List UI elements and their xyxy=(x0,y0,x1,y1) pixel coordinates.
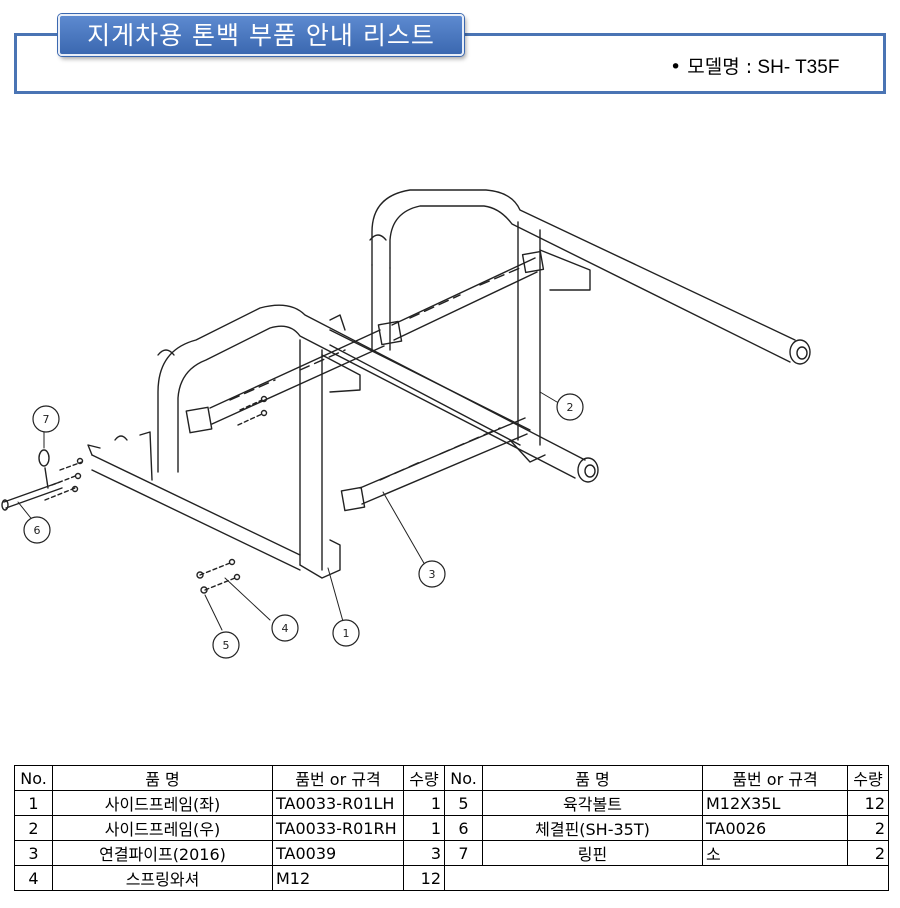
model-label: • 모델명 : xyxy=(670,56,753,78)
model-value: SH- T35F xyxy=(757,57,840,78)
row-name: 링핀 xyxy=(482,840,703,866)
svg-text:3: 3 xyxy=(429,568,436,581)
row-no: 2 xyxy=(14,815,53,841)
header-qty: 수량 xyxy=(847,765,889,791)
row-part: TA0026 xyxy=(702,815,848,841)
connecting-pipes xyxy=(209,257,538,505)
row-no: 1 xyxy=(14,790,53,816)
row-part: 소 xyxy=(702,840,848,866)
row-part: M12X35L xyxy=(702,790,848,816)
assembly-drawing-svg: 1 2 3 4 5 6 7 xyxy=(1,189,811,659)
table-row: 3 연결파이프(2016) TA0039 3 7 링핀 소 2 xyxy=(14,840,889,866)
row-no: 5 xyxy=(444,790,483,816)
bolts-and-washers xyxy=(44,395,271,631)
callout-6: 6 xyxy=(23,516,51,544)
svg-text:5: 5 xyxy=(223,639,230,652)
model-name: • 모델명 : SH- T35F xyxy=(670,52,839,79)
assembly-drawing: 1 2 3 4 5 6 7 xyxy=(0,170,900,670)
table-row: 1 사이드프레임(좌) TA0033-R01LH 1 5 육각볼트 M12X35… xyxy=(14,790,889,816)
row-part: TA0033-R01RH xyxy=(272,815,404,841)
svg-text:4: 4 xyxy=(282,622,289,635)
page-title: 지게차용 톤백 부품 안내 리스트 xyxy=(58,14,464,56)
left-side-frame xyxy=(87,304,599,579)
parts-table: No. 품 명 품번 or 규격 수량 No. 품 명 품번 or 규격 수량 … xyxy=(14,765,889,891)
callout-5: 5 xyxy=(212,631,240,659)
header-no: No. xyxy=(14,765,53,791)
row-qty: 3 xyxy=(403,840,445,866)
row-part: TA0039 xyxy=(272,840,404,866)
table-row: 4 스프링와셔 M12 12 xyxy=(14,865,889,891)
row-qty: 1 xyxy=(403,790,445,816)
row-name: 체결핀(SH-35T) xyxy=(482,815,703,841)
row-part: TA0033-R01LH xyxy=(272,790,404,816)
svg-text:1: 1 xyxy=(343,627,350,640)
row-name: 스프링와셔 xyxy=(52,865,273,891)
header-name: 품 명 xyxy=(52,765,273,791)
row-name: 사이드프레임(우) xyxy=(52,815,273,841)
row-name: 연결파이프(2016) xyxy=(52,840,273,866)
header-name: 품 명 xyxy=(482,765,703,791)
row-no: 7 xyxy=(444,840,483,866)
row-no: 6 xyxy=(444,815,483,841)
pin-and-ring xyxy=(1,431,63,523)
row-qty: 12 xyxy=(403,865,445,891)
empty-cell xyxy=(444,865,889,891)
header-no: No. xyxy=(444,765,483,791)
callout-7: 7 xyxy=(32,405,60,433)
row-no: 3 xyxy=(14,840,53,866)
callout-2: 2 xyxy=(556,393,584,421)
header-qty: 수량 xyxy=(403,765,445,791)
row-part: M12 xyxy=(272,865,404,891)
callout-4: 4 xyxy=(271,614,299,642)
row-qty: 12 xyxy=(847,790,889,816)
callout-1: 1 xyxy=(332,619,360,647)
row-qty: 1 xyxy=(403,815,445,841)
right-side-frame xyxy=(369,189,811,463)
header-part: 품번 or 규격 xyxy=(702,765,848,791)
table-header-row: No. 품 명 품번 or 규격 수량 No. 품 명 품번 or 규격 수량 xyxy=(14,765,889,791)
header-part: 품번 or 규격 xyxy=(272,765,404,791)
row-qty: 2 xyxy=(847,840,889,866)
row-no: 4 xyxy=(14,865,53,891)
row-qty: 2 xyxy=(847,815,889,841)
svg-text:6: 6 xyxy=(34,524,41,537)
row-name: 육각볼트 xyxy=(482,790,703,816)
callout-3: 3 xyxy=(418,560,446,588)
row-name: 사이드프레임(좌) xyxy=(52,790,273,816)
svg-text:7: 7 xyxy=(43,413,50,426)
svg-text:2: 2 xyxy=(567,401,574,414)
table-row: 2 사이드프레임(우) TA0033-R01RH 1 6 체결핀(SH-35T)… xyxy=(14,815,889,841)
